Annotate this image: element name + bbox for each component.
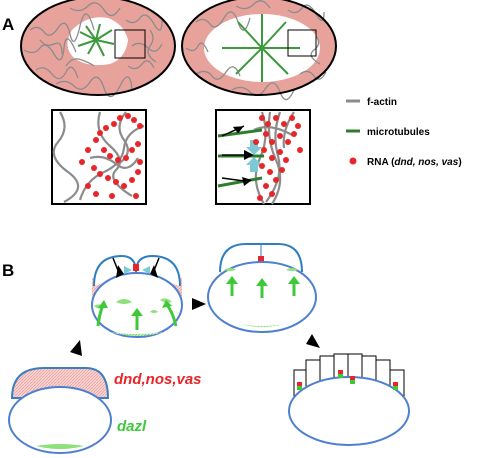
embryo-four-cell: [207, 243, 317, 333]
rna-particles-early: [79, 113, 143, 199]
microtubule-aster-egg1: [77, 23, 115, 57]
legend-microtubule-label: microtubules: [367, 127, 430, 138]
embryo-two-cell: [91, 254, 183, 338]
zoom-box-egg1: [114, 29, 146, 59]
arrow-stage2-to-3: [192, 298, 206, 310]
panel-b-label: B: [2, 261, 14, 280]
legend-factin-label: f-actin: [367, 97, 397, 108]
actin-network-egg2: [185, 0, 327, 101]
egg-late-diagram: [181, 0, 337, 101]
egg-early-diagram: [20, 0, 176, 98]
label-dazl: dazl: [117, 418, 147, 435]
arrow-stage1-to-2: [70, 340, 82, 356]
rna-particles-late: [253, 115, 303, 201]
label-dnd-nos-vas: dnd,nos,vas: [114, 371, 202, 388]
embryo-one-cell: [8, 367, 112, 454]
microtubule-array-egg2: [222, 14, 300, 82]
zoom-box-egg2: [287, 29, 317, 57]
zoom-panel-late: [215, 109, 311, 205]
embryo-blastula: [288, 353, 410, 446]
green-particles-3: [224, 268, 298, 271]
dazl-vegetal-band-1: [36, 444, 84, 449]
germ-plasm-blastula: [297, 370, 398, 390]
arrow-stage3-to-4: [306, 334, 320, 348]
legend-rna-label: RNA (dnd, nos, vas): [367, 157, 462, 168]
panel-a-label: A: [2, 15, 14, 34]
legend: f-actin microtubules RNA (dnd, nos, vas): [346, 97, 462, 168]
actin-network-egg1: [23, 2, 163, 98]
legend-rna-swatch: [349, 157, 357, 165]
zoom-panel-early: [51, 109, 147, 205]
